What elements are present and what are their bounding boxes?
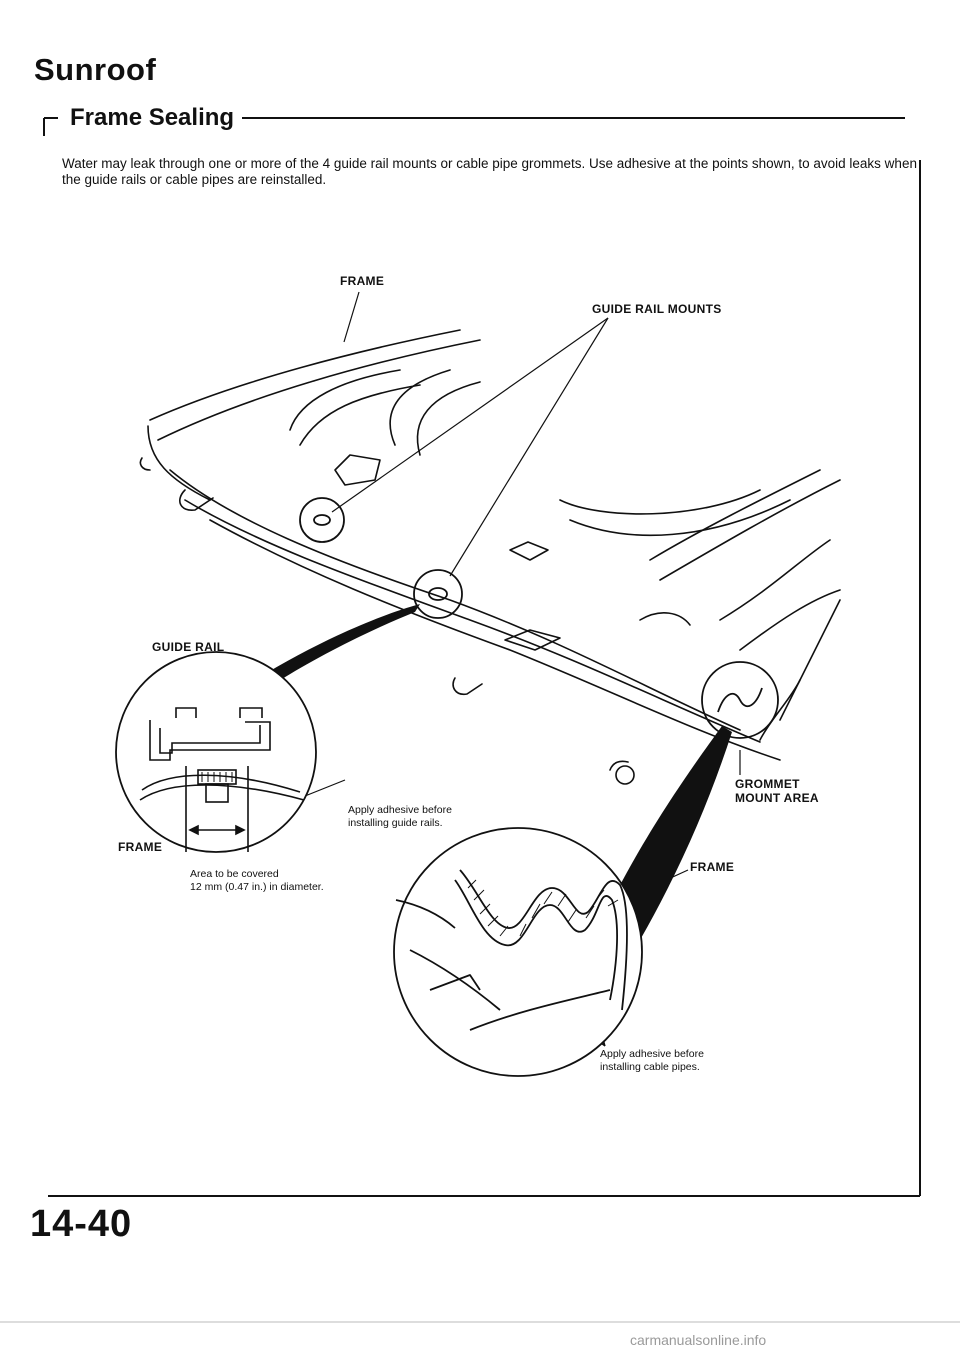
label-frame-left: FRAME xyxy=(118,840,163,854)
grommet-detail xyxy=(393,827,643,1077)
note-rail-adhesive-1: Apply adhesive before xyxy=(348,804,452,816)
note-pipe-adhesive-2: installing cable pipes. xyxy=(600,1061,700,1073)
guide-rail-detail xyxy=(115,651,317,853)
grommet-hatch xyxy=(467,879,619,937)
note-pipe-adhesive-1: Apply adhesive before xyxy=(600,1048,704,1060)
label-frame-top: FRAME xyxy=(340,274,385,288)
page-title: Sunroof xyxy=(34,52,157,87)
watermark: carmanualsonline.info xyxy=(630,1332,767,1348)
page-number: 14-40 xyxy=(30,1203,133,1245)
callout-circles xyxy=(299,497,779,739)
section-title: Frame Sealing xyxy=(62,104,243,132)
label-guide-rail-mounts: GUIDE RAIL MOUNTS xyxy=(592,302,722,316)
callout-wedges xyxy=(255,604,732,940)
intro-paragraph: Water may leak through one or more of th… xyxy=(62,156,917,187)
label-frame-right: FRAME xyxy=(690,860,735,874)
label-mount-area: MOUNT AREA xyxy=(735,791,819,805)
note-rail-adhesive-2: installing guide rails. xyxy=(348,817,443,829)
note-area-1: Area to be covered xyxy=(190,868,279,880)
frame-body xyxy=(139,329,841,785)
label-grommet: GROMMET xyxy=(735,777,800,791)
label-guide-rail: GUIDE RAIL xyxy=(152,640,225,654)
note-area-2: 12 mm (0.47 in.) in diameter. xyxy=(190,881,324,893)
